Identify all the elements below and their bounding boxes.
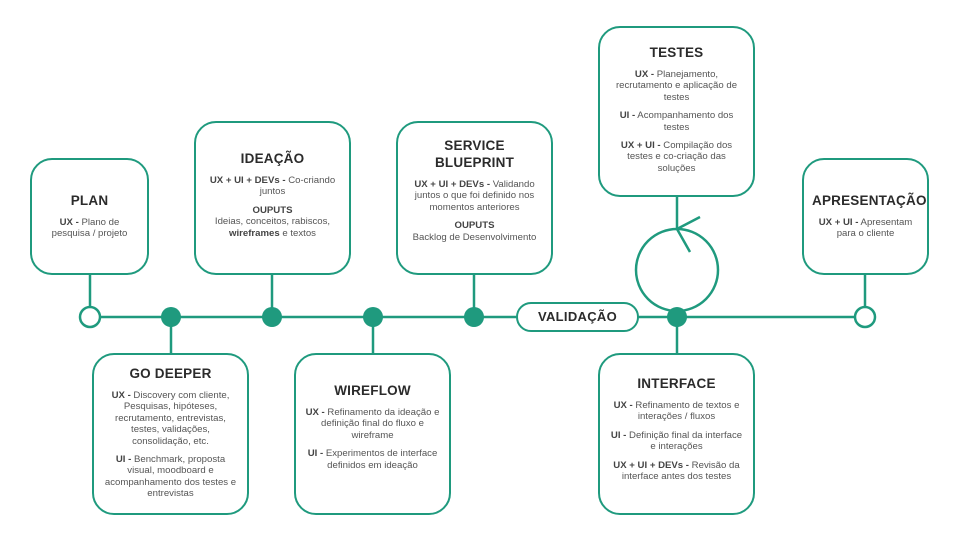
card-title: GO DEEPER [129, 366, 212, 381]
node-end [853, 305, 877, 329]
card-text: UX - Plano de pesquisa / projeto [51, 217, 128, 240]
card-text-ui: UI - Definição final da interface e inte… [610, 429, 743, 453]
card-text-ux: UX - Refinamento da ideação e definição … [305, 407, 440, 441]
loop-arrow-icon [675, 215, 701, 253]
node-ideacao [262, 307, 282, 327]
card-text-ux: UX - Discovery com cliente, Pesquisas, h… [111, 390, 230, 447]
card-go-deeper: GO DEEPER UX - Discovery com cliente, Pe… [92, 353, 249, 515]
card-text-uxui: UX + UI - Compilação dos testes e co-cri… [620, 140, 733, 174]
card-interface: INTERFACE UX - Refinamento de textos e i… [598, 353, 755, 515]
card-title: WIREFLOW [334, 383, 411, 398]
card-ideacao: IDEAÇÃO UX + UI + DEVs - Co-criando junt… [194, 121, 351, 275]
card-wireflow: WIREFLOW UX - Refinamento da ideação e d… [294, 353, 451, 515]
card-text-team: UX + UI + DEVs - Revisão da interface an… [613, 459, 740, 483]
card-text-ui: UI - Experimentos de interface definidos… [307, 448, 438, 471]
node-service [464, 307, 484, 327]
card-title: PLAN [70, 193, 109, 208]
node-start [78, 305, 102, 329]
card-text-ui: UI - Acompanhamento dos testes [619, 110, 734, 133]
node-wireflow [363, 307, 383, 327]
card-testes: TESTES UX - Planejamento, recrutamento e… [598, 26, 755, 197]
card-apresentacao: APRESENTAÇÃO UX + UI - Apresentam para o… [802, 158, 929, 275]
node-interface [667, 307, 687, 327]
card-title: APRESENTAÇÃO [812, 193, 927, 208]
validation-loop-circle [634, 227, 720, 313]
node-godeeper [161, 307, 181, 327]
card-text: UX + UI + DEVs - Co-criando juntos [209, 175, 336, 198]
card-plan: PLAN UX - Plano de pesquisa / projeto [30, 158, 149, 275]
card-text: UX + UI + DEVs - Validando juntos o que … [414, 179, 535, 213]
card-title: INTERFACE [637, 376, 716, 391]
card-text: UX + UI - Apresentam para o cliente [818, 217, 913, 240]
card-text-ux: UX - Planejamento, recrutamento e aplica… [615, 69, 738, 103]
card-text-ui: UI - Benchmark, proposta visual, moodboa… [104, 454, 237, 500]
card-text-ux: UX - Refinamento de textos e interações … [613, 400, 740, 423]
validacao-label: VALIDAÇÃO [516, 302, 639, 332]
card-title: TESTES [649, 45, 704, 60]
card-title: IDEAÇÃO [240, 151, 305, 166]
